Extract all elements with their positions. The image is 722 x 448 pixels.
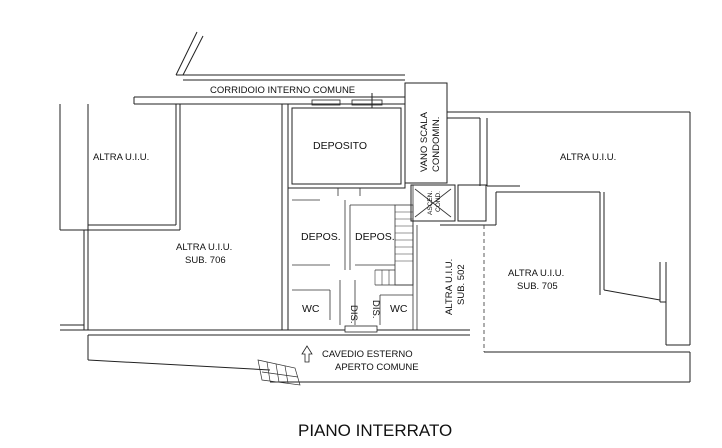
label-dis-2: DIS.	[370, 300, 381, 318]
label-sub502-line1: ALTRA U.I.U.	[444, 259, 455, 315]
label-wc-2: WC	[390, 303, 408, 315]
label-depos-2: DEPOS.	[355, 231, 395, 243]
label-cavedio-2: APERTO COMUNE	[335, 362, 419, 373]
label-wc-1: WC	[302, 303, 320, 315]
label-sub706-line1: ALTRA U.I.U.	[176, 242, 232, 253]
cavedio-walls	[60, 325, 691, 386]
label-vano-scala-2: CONDOMIN.	[431, 117, 442, 172]
right-unit-walls	[440, 112, 691, 352]
label-ascensore-2: COND.	[435, 191, 442, 212]
label-altra-right: ALTRA U.I.U.	[560, 152, 616, 163]
label-sub705-line1: ALTRA U.I.U.	[508, 268, 564, 279]
label-piano-interrato: PIANO INTERRATO	[298, 421, 452, 440]
label-corridoio: CORRIDOIO INTERNO COMUNE	[210, 85, 355, 96]
label-dis-1: DIS.	[348, 305, 359, 323]
label-depos-1: DEPOS.	[301, 231, 341, 243]
label-sub502-line2: SUB. 502	[456, 264, 467, 305]
label-sub706-line2: SUB. 706	[185, 255, 226, 266]
label-ascensore-1: ASCEN.	[427, 191, 434, 215]
central-unit-walls	[281, 103, 487, 330]
corridor-walls	[133, 31, 405, 108]
label-vano-scala-1: VANO SCALA	[419, 111, 430, 172]
arrow-up-icon	[301, 345, 313, 363]
label-deposito: DEPOSITO	[313, 140, 367, 152]
stairwell-walls	[404, 82, 690, 186]
label-cavedio-1: CAVEDIO ESTERNO	[322, 349, 413, 360]
label-altra-left: ALTRA U.I.U.	[93, 152, 149, 163]
label-sub705-line2: SUB. 705	[517, 281, 558, 292]
left-unit-walls	[59, 104, 181, 331]
